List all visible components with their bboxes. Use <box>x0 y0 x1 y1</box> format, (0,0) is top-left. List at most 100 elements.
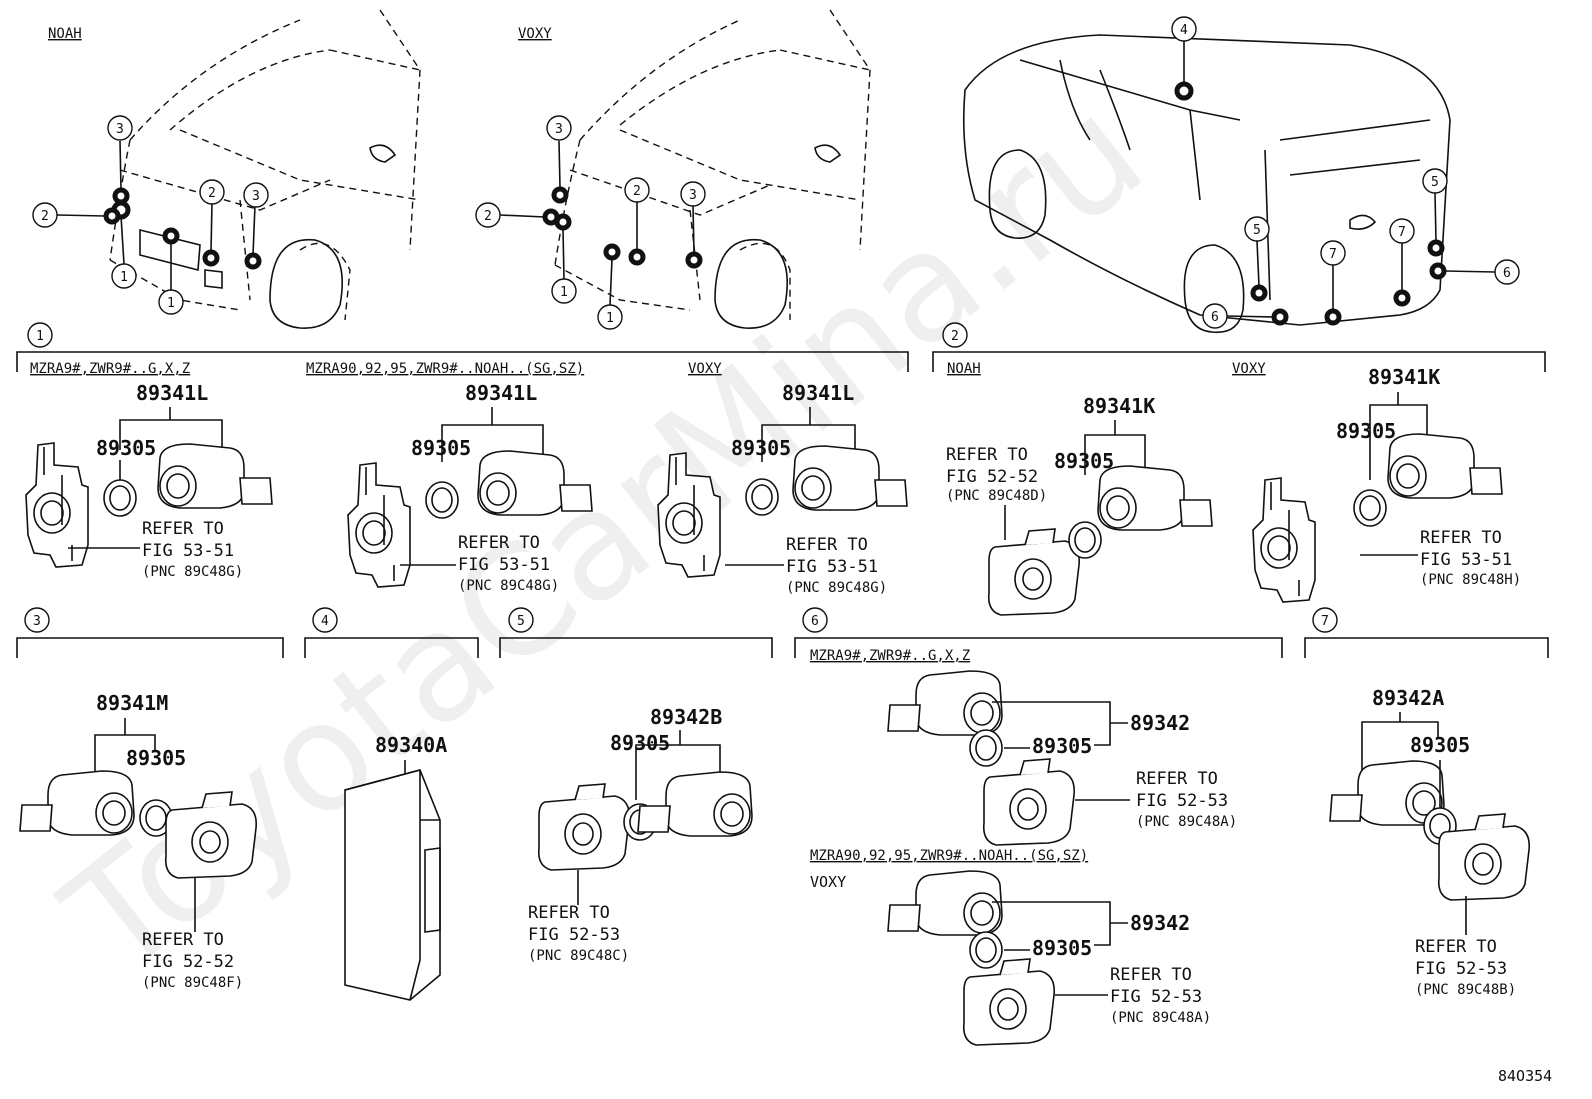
svg-text:1: 1 <box>167 296 175 311</box>
svg-text:1: 1 <box>120 270 128 285</box>
sensor-marker <box>103 207 121 225</box>
callout-2: 2 <box>32 202 58 228</box>
group-number: 4 <box>312 607 338 633</box>
refer-text: REFER TO <box>142 930 224 950</box>
voxy-front-view: VOXY 3 2 1 1 2 3 <box>475 9 871 330</box>
group-number: 5 <box>508 607 534 633</box>
sensor-marker <box>685 251 703 269</box>
svg-text:3: 3 <box>555 122 563 137</box>
caption: VOXY <box>1232 361 1266 377</box>
callout-1: 1 <box>597 304 623 330</box>
svg-text:6: 6 <box>1211 310 1219 325</box>
sensor-marker <box>1324 308 1342 326</box>
refer-text: REFER TO <box>1136 769 1218 789</box>
callout-6: 6 <box>1202 303 1228 329</box>
group-2: 2 NOAH 89341K 89305 REFER TO FIG 52-52 (… <box>932 322 1546 616</box>
group-6: 6 MZRA9#,ZWR9#..G,X,Z 89342 89305 REFER … <box>794 607 1283 1046</box>
fig-ref: FIG 53-51 <box>1420 550 1512 570</box>
pnc-ref: (PNC 89C48G) <box>142 564 243 580</box>
group-5: 5 89342B 89305 REFER TO FIG 52-53 (PNC 8… <box>499 607 773 964</box>
caption: MZRA90,92,95,ZWR9#..NOAH..(SG,SZ) <box>306 361 584 377</box>
part-number: 89342 <box>1130 711 1190 735</box>
svg-text:3: 3 <box>252 189 260 204</box>
fig-ref: FIG 52-53 <box>1136 791 1228 811</box>
callout-5: 5 <box>1422 168 1448 194</box>
callout-4: 4 <box>1171 16 1197 42</box>
pnc-ref: (PNC 89C48H) <box>1420 572 1521 588</box>
fig-ref: FIG 52-53 <box>1110 987 1202 1007</box>
part-number: 89341K <box>1368 365 1440 389</box>
refer-text: REFER TO <box>142 519 224 539</box>
group-4: 4 89340A <box>304 607 479 1001</box>
sensor-marker <box>162 227 180 245</box>
svg-text:2: 2 <box>951 329 959 344</box>
svg-text:5: 5 <box>1431 175 1439 190</box>
part-number: 89305 <box>96 436 156 460</box>
sensor-marker <box>202 249 220 267</box>
svg-text:2: 2 <box>208 186 216 201</box>
fig-ref: FIG 52-53 <box>528 925 620 945</box>
part-number: 89341L <box>465 381 537 405</box>
callout-3: 3 <box>107 115 133 141</box>
part-number: 89341K <box>1083 394 1155 418</box>
part-number: 89341L <box>782 381 854 405</box>
svg-text:2: 2 <box>484 209 492 224</box>
svg-text:2: 2 <box>633 184 641 199</box>
svg-text:2: 2 <box>41 209 49 224</box>
part-number: 89342 <box>1130 911 1190 935</box>
part-number: 89305 <box>411 436 471 460</box>
callout-1: 1 <box>551 278 577 304</box>
sensor-marker <box>244 252 262 270</box>
sensor-marker <box>1174 81 1194 101</box>
svg-text:3: 3 <box>116 122 124 137</box>
callout-5: 5 <box>1244 216 1270 242</box>
callout-3: 3 <box>243 182 269 208</box>
svg-text:6: 6 <box>1503 266 1511 281</box>
svg-text:5: 5 <box>517 614 525 629</box>
part-number: 89305 <box>126 746 186 770</box>
callout-7: 7 <box>1389 218 1415 244</box>
sensor-marker <box>112 187 130 205</box>
callout-2: 2 <box>199 179 225 205</box>
caption: MZRA90,92,95,ZWR9#..NOAH..(SG,SZ) <box>810 848 1088 864</box>
pnc-ref: (PNC 89C48G) <box>786 580 887 596</box>
callout-2: 2 <box>624 177 650 203</box>
caption: VOXY <box>688 361 722 377</box>
callout-1: 1 <box>111 263 137 289</box>
part-number: 89305 <box>731 436 791 460</box>
svg-text:7: 7 <box>1321 614 1329 629</box>
svg-text:1: 1 <box>36 329 44 344</box>
refer-text: REFER TO <box>1420 528 1502 548</box>
svg-text:7: 7 <box>1329 247 1337 262</box>
sensor-marker <box>1429 262 1447 280</box>
figure-code: 84O354 <box>1498 1067 1552 1085</box>
part-number: 89305 <box>1032 734 1092 758</box>
part-number: 89305 <box>1054 449 1114 473</box>
fig-ref: FIG 52-52 <box>142 952 234 972</box>
part-number: 89305 <box>1336 419 1396 443</box>
noah-label: NOAH <box>48 26 82 42</box>
fig-ref: FIG 53-51 <box>458 555 550 575</box>
svg-text:4: 4 <box>1180 23 1188 38</box>
group-number: 6 <box>802 607 828 633</box>
callout-3: 3 <box>546 115 572 141</box>
svg-text:3: 3 <box>689 188 697 203</box>
refer-text: REFER TO <box>946 445 1028 465</box>
group-number: 1 <box>27 322 53 348</box>
part-number: 89341M <box>96 691 168 715</box>
part-number: 89305 <box>610 731 670 755</box>
pnc-ref: (PNC 89C48D) <box>946 488 1047 504</box>
group-1: 1 MZRA9#,ZWR9#..G,X,Z 89341L 89305 REFER… <box>16 322 909 596</box>
group-number: 7 <box>1312 607 1338 633</box>
rear-view: 4 5 6 5 6 7 7 <box>962 16 1520 334</box>
refer-text: REFER TO <box>786 535 868 555</box>
refer-text: REFER TO <box>1415 937 1497 957</box>
part-number: 89305 <box>1032 936 1092 960</box>
svg-text:4: 4 <box>321 614 329 629</box>
caption: NOAH <box>947 361 981 377</box>
group-3: 3 89341M 89305 REFER TO FIG 52-52 (PNC 8… <box>16 607 284 991</box>
svg-text:3: 3 <box>33 614 41 629</box>
pnc-ref: (PNC 89C48G) <box>458 578 559 594</box>
callout-7: 7 <box>1320 240 1346 266</box>
group-number: 2 <box>942 322 968 348</box>
